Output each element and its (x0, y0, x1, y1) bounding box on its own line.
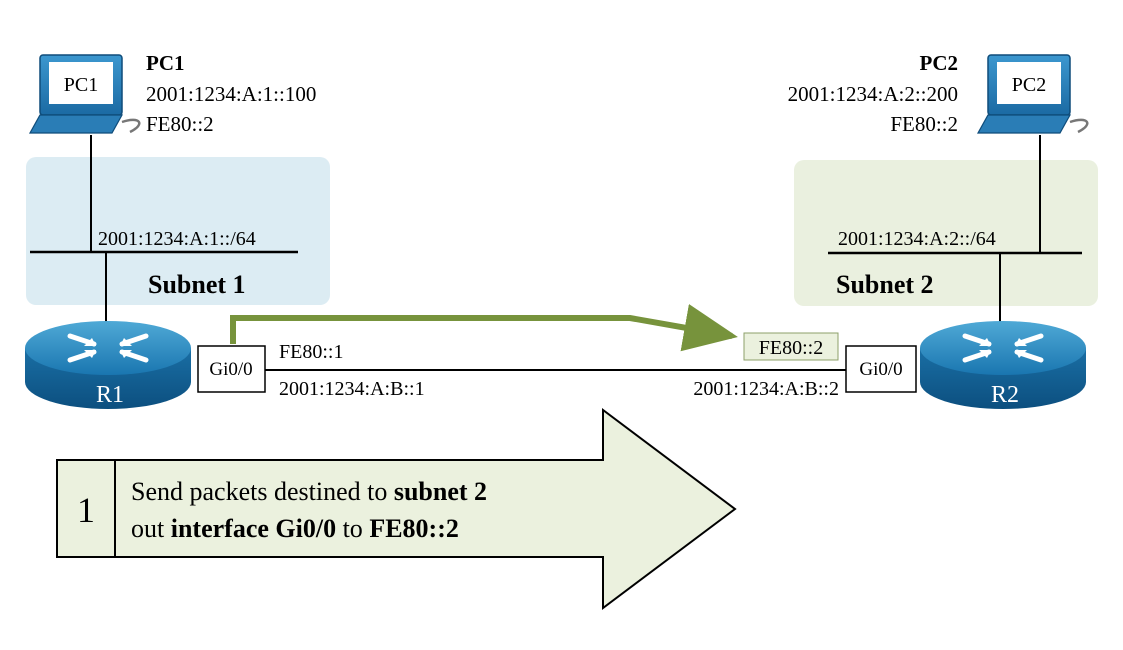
r1-router-icon (25, 321, 191, 409)
callout-line-2-text-a: out (131, 514, 171, 543)
pc1-screen-label: PC1 (64, 74, 98, 96)
r2-name: R2 (991, 382, 1019, 408)
r2-interface-box (845, 345, 917, 393)
callout-step-number: 1 (77, 490, 95, 530)
pc1-computer-icon (28, 54, 141, 134)
subnet-2-label: Subnet 2 (836, 270, 934, 299)
route-arrow (230, 304, 738, 352)
r2-interface-label: Gi0/0 (859, 359, 902, 380)
callout-line-1-text: Send packets destined to (131, 477, 394, 506)
callout-line-2-bold-b: FE80::2 (369, 514, 459, 543)
pc2-name: PC2 (920, 51, 959, 75)
r2-global-address: 2001:1234:A:B::2 (693, 378, 839, 400)
r1-link-local: FE80::1 (279, 341, 343, 363)
r2-link-local: FE80::2 (759, 337, 823, 359)
r1-interface-label: Gi0/0 (209, 359, 252, 380)
r1-name: R1 (96, 382, 124, 408)
subnet-1-prefix: 2001:1234:A:1::/64 (98, 228, 256, 250)
callout-line-2: out interface Gi0/0 to FE80::2 (131, 514, 459, 543)
subnet-1-label: Subnet 1 (148, 270, 246, 299)
pc2-screen-label: PC2 (1012, 74, 1046, 96)
callout-arrow (56, 408, 737, 610)
r2-link-local-highlight (743, 332, 839, 361)
pc1-name: PC1 (146, 51, 185, 75)
r1-global-address: 2001:1234:A:B::1 (279, 378, 425, 400)
callout-line-1-bold: subnet 2 (394, 477, 487, 506)
r1-interface-box (197, 345, 266, 393)
pc1-ipv6-global: 2001:1234:A:1::100 (146, 82, 316, 106)
callout-line-2-bold-a: interface Gi0/0 (171, 514, 336, 543)
pc2-ipv6-link-local: FE80::2 (890, 112, 958, 136)
callout-line-1: Send packets destined to subnet 2 (131, 477, 487, 506)
r2-router-icon (920, 321, 1086, 409)
pc2-computer-icon (976, 54, 1089, 134)
subnet-2-region (794, 160, 1098, 306)
pc2-ipv6-global: 2001:1234:A:2::200 (788, 82, 958, 106)
pc1-ipv6-link-local: FE80::2 (146, 112, 214, 136)
callout-line-2-text-b: to (336, 514, 369, 543)
subnet-1-region (26, 157, 330, 305)
subnet-2-prefix: 2001:1234:A:2::/64 (838, 228, 996, 250)
